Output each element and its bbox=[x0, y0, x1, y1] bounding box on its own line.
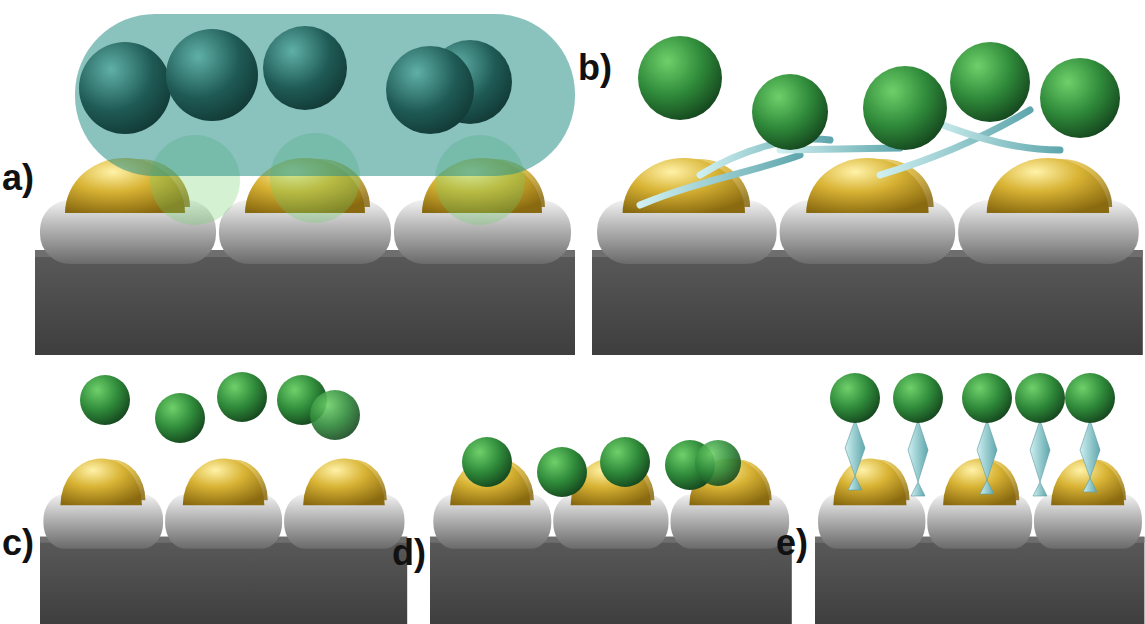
panel-label: a) bbox=[2, 160, 34, 196]
panel-label: c) bbox=[2, 525, 34, 561]
panel-label: d) bbox=[392, 535, 426, 571]
panel-label: e) bbox=[776, 525, 808, 561]
panel-label: b) bbox=[578, 50, 612, 86]
